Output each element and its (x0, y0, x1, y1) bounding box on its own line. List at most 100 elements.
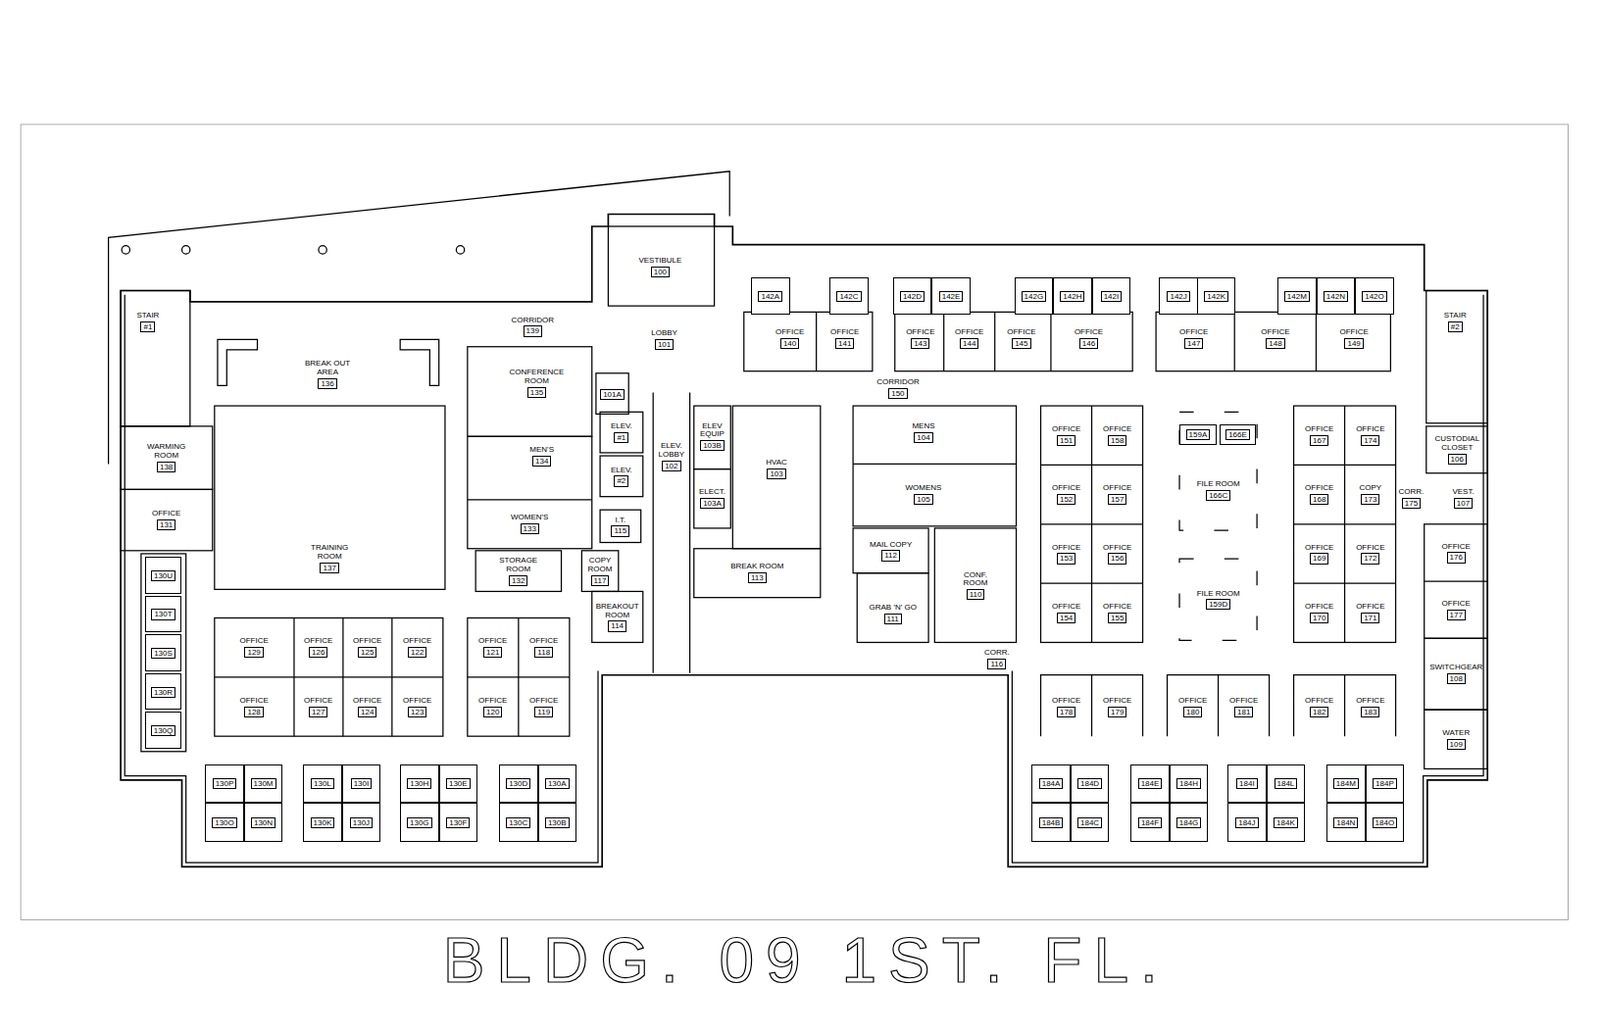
room-name: OFFICE (402, 637, 432, 647)
cubicle: 184A (1031, 764, 1071, 804)
room-label: OFFICE180 (1178, 697, 1207, 718)
room-label: OFFICE140 (775, 328, 804, 350)
room-number: 155 (1107, 612, 1127, 624)
room-label: WOMEN'S133 (510, 513, 549, 535)
room-name: OFFICE (1260, 328, 1290, 338)
room-label: OFFICE157 (1102, 484, 1132, 505)
room-number: 108 (1447, 673, 1466, 685)
cubicle: 142N (1316, 277, 1356, 314)
cubicle: 184K (1266, 802, 1306, 843)
room-name: OFFICE (1051, 425, 1081, 435)
room-name: OFFICE (905, 328, 935, 338)
room-number: 184J (1235, 817, 1258, 829)
cubicle: 184B (1031, 802, 1071, 843)
room-number: 126 (308, 647, 328, 658)
room-label: HVAC103 (765, 458, 788, 480)
room-label: OFFICE172 (1355, 544, 1385, 565)
room-name: CORR. (984, 649, 1010, 658)
cubicle: 130C (499, 802, 539, 843)
room-name: BREAK OUT AREA (300, 359, 354, 378)
room-name: OFFICE (1102, 544, 1132, 553)
room-number: 142D (900, 291, 925, 302)
room-label: OFFICE176 (1442, 543, 1471, 564)
room-name: HVAC (765, 458, 788, 468)
room-number: 130L (310, 778, 335, 790)
cubicle: 130M (244, 764, 284, 804)
room-label: ELEV.#2 (610, 466, 633, 488)
room-name: BREAKOUT ROOM (595, 602, 641, 621)
room-label: OFFICE118 (529, 637, 558, 658)
room-number: 184C (1077, 817, 1102, 829)
room-number: 135 (527, 387, 547, 399)
room-number: 148 (1265, 338, 1285, 350)
room-name: WARMING ROOM (141, 443, 193, 461)
room-label: ELECT.103A (699, 488, 726, 509)
room-number: 166E (1225, 429, 1250, 441)
room-number: 172 (1360, 552, 1380, 564)
room-label: OFFICE148 (1260, 328, 1290, 350)
cubicle: 130F (439, 802, 479, 843)
room-name: OFFICE (1179, 328, 1208, 338)
room-label: FILE ROOM159D (1197, 590, 1241, 611)
room-number: 180 (1183, 706, 1202, 718)
cubicle: 130T (145, 596, 182, 633)
room-number: 184M (1333, 778, 1359, 790)
cubicle: 130E (439, 764, 479, 804)
room-name: OFFICE (1355, 544, 1385, 553)
room-name: OFFICE (303, 637, 333, 647)
room-label: CONFERENCE ROOM135 (500, 368, 573, 399)
cubicle: 130O (204, 802, 245, 843)
room-name: TRAINING ROOM (303, 544, 355, 562)
room-number: 177 (1447, 609, 1466, 621)
room-label: GRAB 'N' GO111 (869, 603, 917, 625)
room-name: OFFICE (151, 509, 181, 519)
cubicle: 142C (829, 277, 869, 314)
room-number: 130U (150, 570, 176, 582)
room-label: OFFICE144 (954, 328, 984, 350)
room-number: 184O (1372, 817, 1399, 829)
room-label: OFFICE156 (1102, 544, 1132, 565)
room-number: 175 (1401, 498, 1421, 509)
room-label: COPY ROOM117 (586, 556, 613, 587)
room-label: OFFICE182 (1304, 697, 1334, 718)
room-name: OFFICE (1442, 600, 1471, 609)
cubicle: 142K (1197, 277, 1237, 314)
room-number: #1 (613, 432, 629, 444)
room-number: 141 (835, 338, 854, 350)
room-number: 130J (350, 817, 373, 829)
room-label: OFFICE146 (1074, 328, 1103, 350)
room-name: SWITCHGEAR (1429, 663, 1483, 673)
room-number: 113 (748, 572, 767, 584)
room-number: 184B (1039, 817, 1064, 829)
room-number: 157 (1107, 494, 1127, 505)
cubicle: 184P (1365, 764, 1405, 804)
room-number: 166C (1205, 490, 1231, 501)
room-label: OFFICE183 (1355, 697, 1385, 718)
room-label: I.T.115 (610, 516, 630, 538)
room-name: OFFICE (478, 697, 507, 706)
cubicle: 184G (1169, 802, 1209, 843)
room-name: VESTIBULE (638, 256, 682, 266)
room-name: OFFICE (1442, 543, 1471, 552)
room-label: OFFICE181 (1229, 697, 1258, 718)
room-number: 103B (700, 440, 725, 451)
room-name: FILE ROOM (1197, 590, 1241, 600)
room-number: 102 (661, 460, 681, 472)
room-number: 154 (1056, 612, 1076, 624)
room-name: OFFICE (1051, 544, 1081, 553)
room-label: CORRIDOR139 (511, 316, 555, 338)
room-name: OFFICE (303, 697, 333, 706)
room-label: OFFICE124 (352, 697, 382, 718)
room-name: OFFICE (1051, 484, 1081, 494)
room-number: 144 (959, 338, 979, 350)
room-number: 158 (1107, 435, 1127, 447)
room-name: OFFICE (1355, 425, 1385, 435)
cubicle: 184O (1365, 802, 1405, 843)
room-label: CORR.175 (1399, 488, 1425, 509)
room-name: OFFICE (1304, 602, 1334, 612)
room-number: 143 (910, 338, 930, 350)
room-label: TRAINING ROOM137 (303, 544, 355, 574)
room-number: 169 (1309, 552, 1329, 564)
cubicle: 184H (1169, 764, 1209, 804)
room-label: OFFICE122 (402, 637, 432, 658)
